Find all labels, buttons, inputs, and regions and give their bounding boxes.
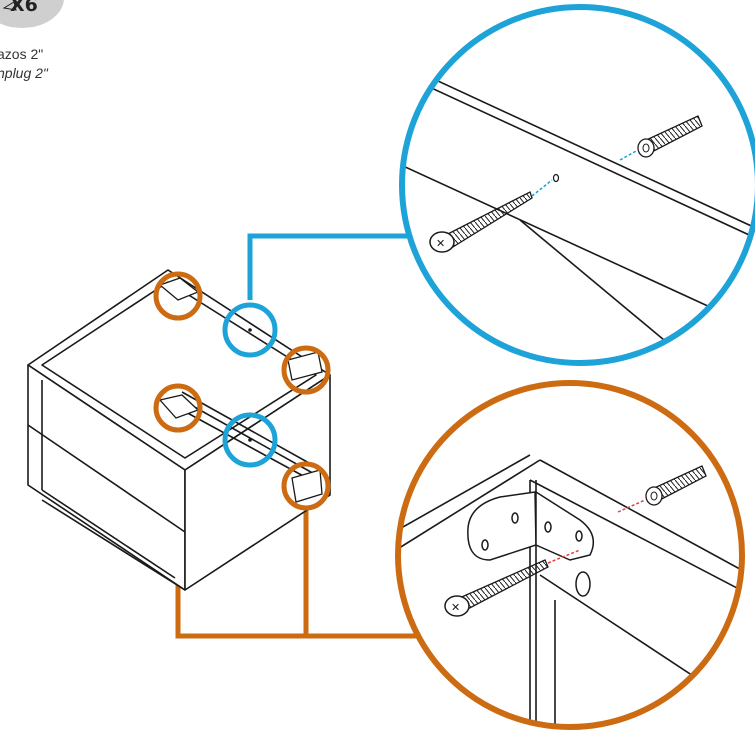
- bracket-marker-mid-right: [281, 461, 331, 511]
- quantity-badge: [0, 0, 64, 28]
- bracket-marker-top-left: [153, 271, 203, 321]
- svg-text:✕: ✕: [436, 237, 445, 250]
- corner-bracket-icon: [467, 490, 595, 597]
- quantity-label: X6: [10, 0, 38, 16]
- part-name-english: nplug 2": [0, 65, 48, 81]
- screw-icon: ✕: [429, 191, 533, 253]
- anchor-plug-icon: [637, 115, 703, 158]
- part-name-spanish: azos 2": [0, 46, 44, 62]
- screw-marker-top: [222, 302, 278, 358]
- screw-icon: ✕: [444, 559, 549, 617]
- svg-text:✕: ✕: [451, 601, 460, 614]
- blue-detail-view: ✕: [399, 4, 755, 366]
- bracket-marker-top-right: [281, 345, 331, 395]
- cabinet-drawing: [27, 269, 331, 591]
- bracket-marker-mid-left: [153, 383, 203, 433]
- screw-marker-rail: [222, 412, 278, 468]
- anchor-plug-icon: [645, 465, 707, 506]
- orange-detail-view: ✕: [395, 380, 745, 730]
